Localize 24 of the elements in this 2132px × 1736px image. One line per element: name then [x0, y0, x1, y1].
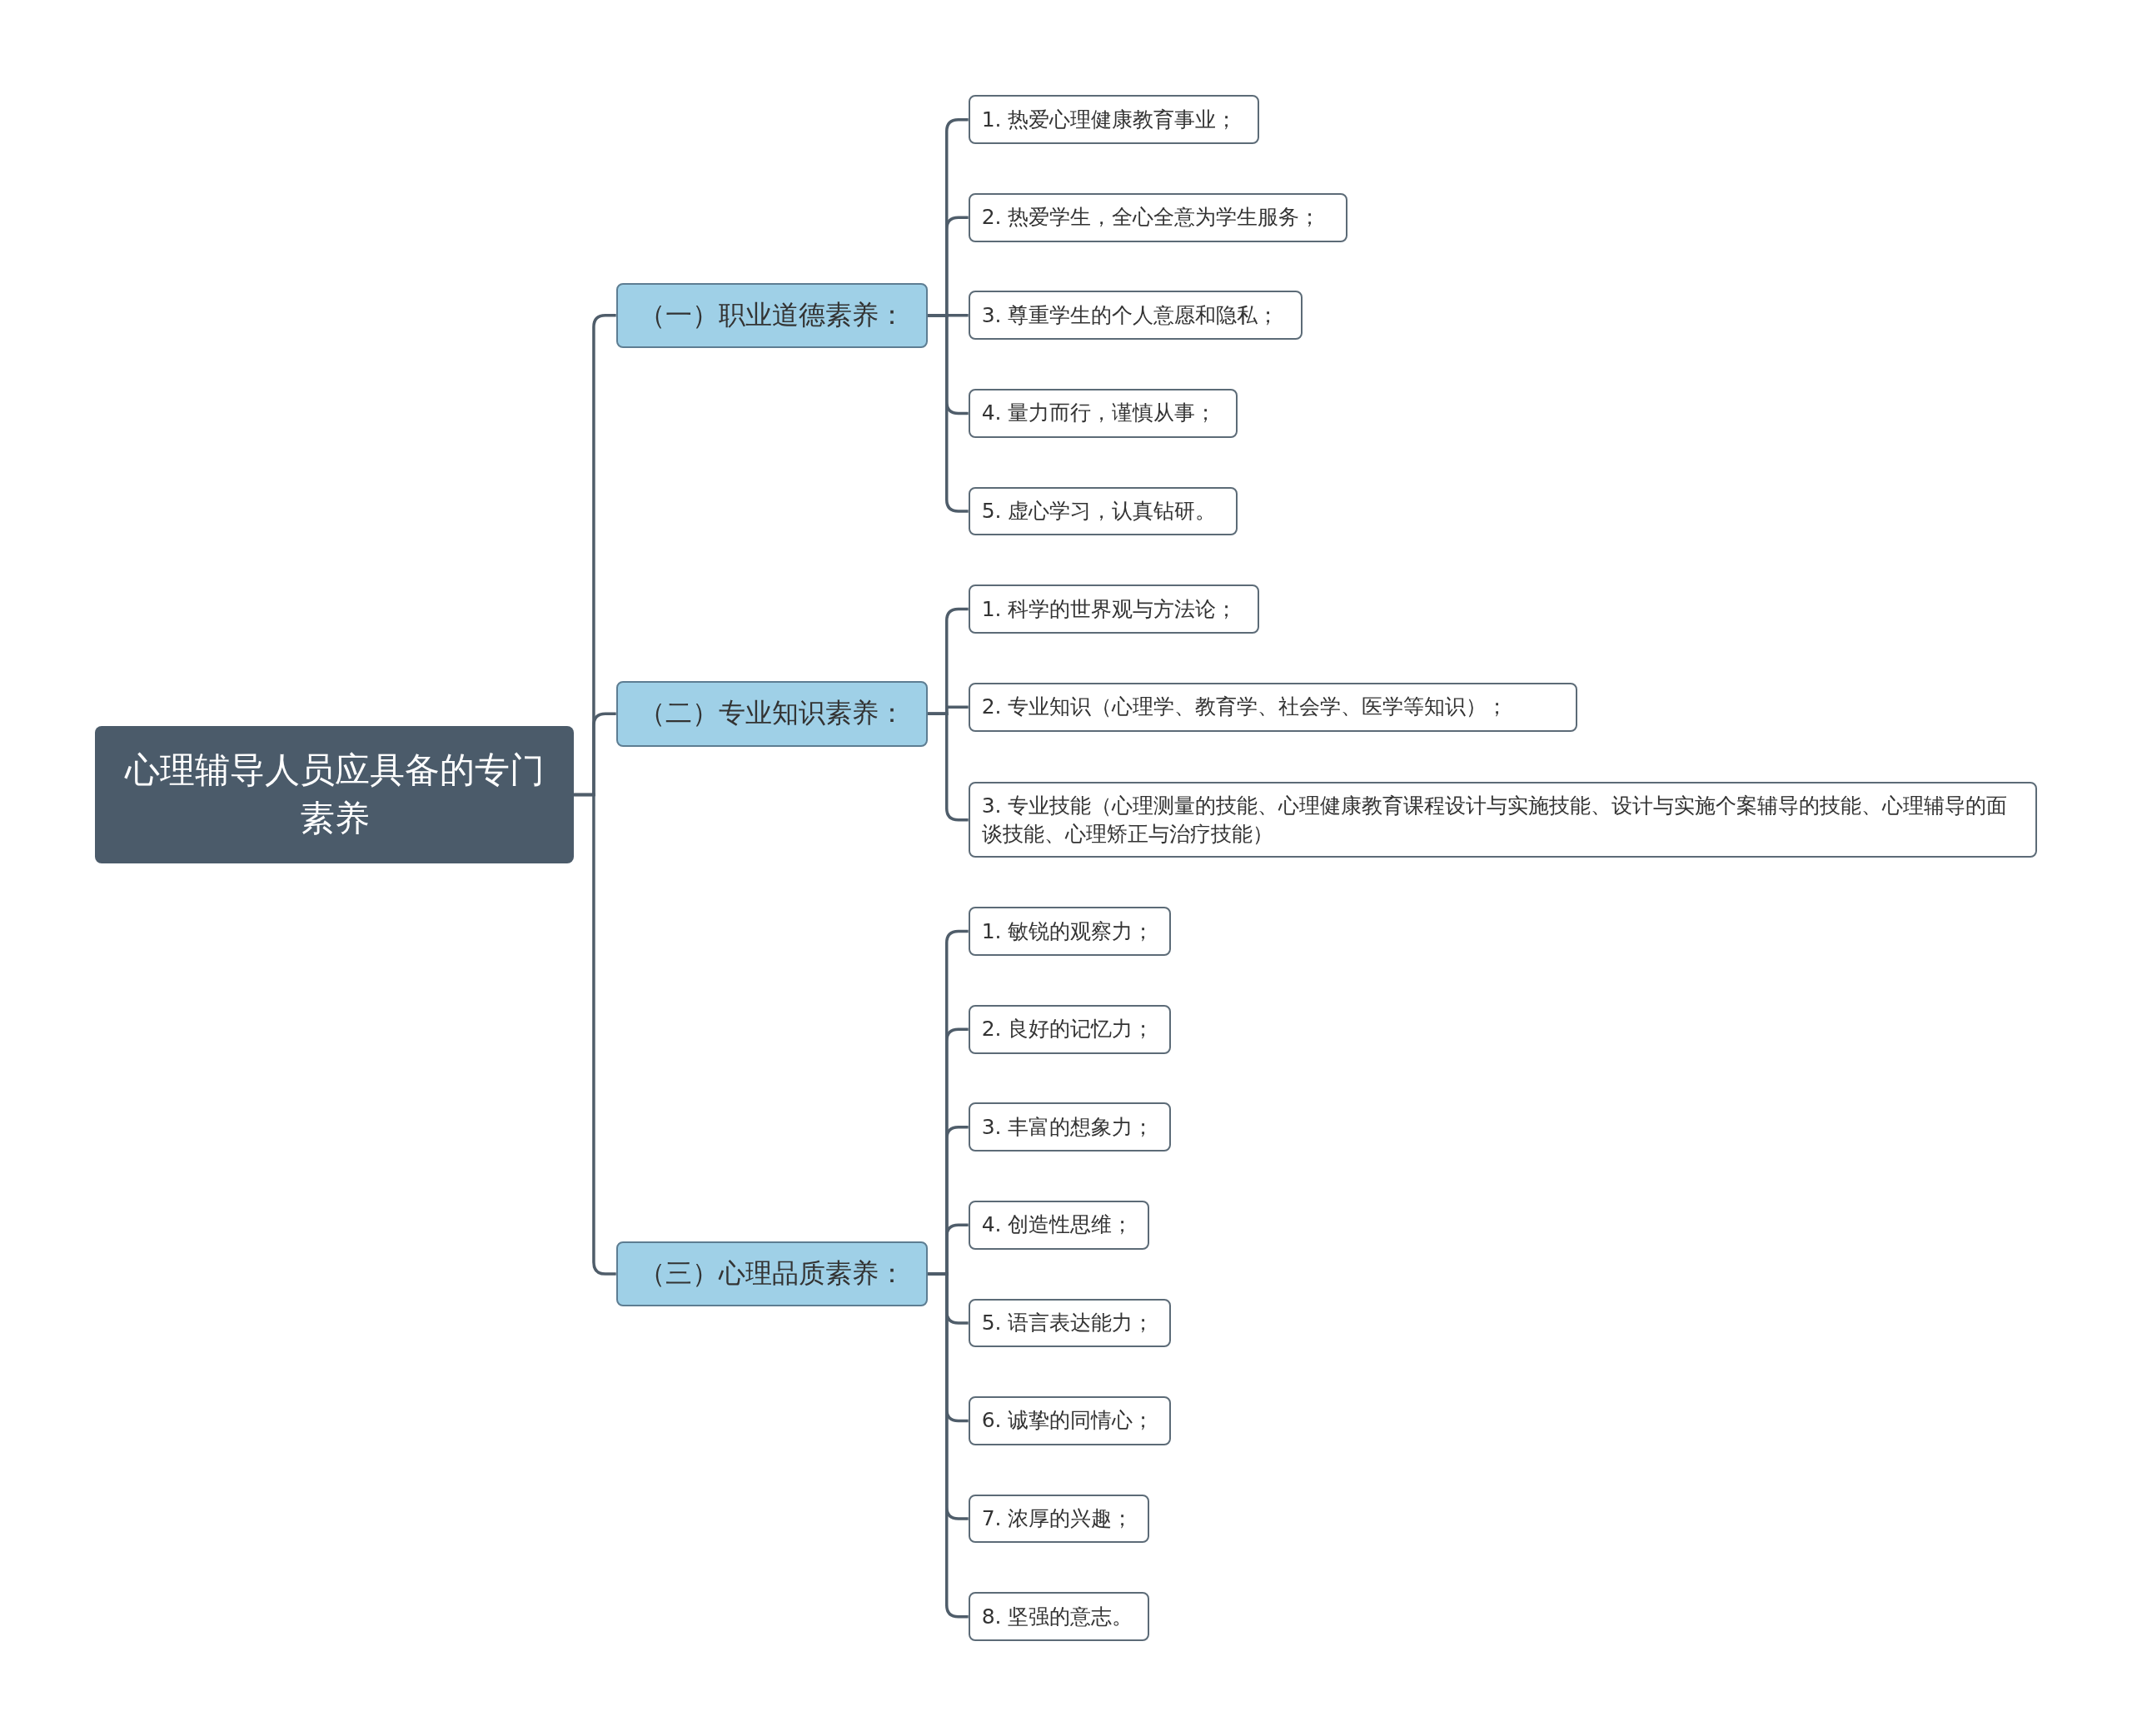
connector-line	[574, 793, 616, 1276]
leaf-topic-box: 4. 创造性思维；	[968, 1200, 1149, 1250]
leaf-topic-box: 1. 科学的世界观与方法论；	[968, 584, 1260, 634]
leaf-topic-box: 2. 良好的记忆力；	[968, 1004, 1171, 1054]
leaf-topic-box: 2. 专业知识（心理学、教育学、社会学、医学等知识）；	[968, 682, 1578, 732]
leaf-topic-box: 3. 尊重学生的个人意愿和隐私；	[968, 291, 1303, 341]
leaf-topic-box: 5. 语言表达能力；	[968, 1298, 1171, 1348]
leaf-topic-box: 5. 虚心学习，认真钻研。	[968, 486, 1238, 536]
branch-topic-box: （一）职业道德素养：	[615, 282, 928, 349]
connector-line	[927, 1272, 969, 1619]
leaf-topic-box: 3. 专业技能（心理测量的技能、心理健康教育课程设计与实施技能、设计与实施个案辅导的技能、心理辅导的面谈技能、心理矫正与治疗技能）	[968, 781, 2038, 858]
root-topic-box: 心理辅导人员应具备的专门素养	[95, 726, 575, 863]
leaf-topic-box: 2. 热爱学生，全心全意为学生服务；	[968, 192, 1348, 242]
leaf-topic-box: 3. 丰富的想象力；	[968, 1102, 1171, 1152]
leaf-topic-box: 1. 热爱心理健康教育事业；	[968, 95, 1260, 145]
leaf-topic-box: 8. 坚强的意志。	[968, 1592, 1149, 1641]
leaf-topic-box: 7. 浓厚的兴趣；	[968, 1494, 1149, 1544]
leaf-topic-box: 4. 量力而行，谨慎从事；	[968, 389, 1238, 438]
connector-line	[927, 314, 969, 513]
branch-topic-box: （三）心理品质素养：	[615, 1241, 928, 1307]
connector-line	[927, 712, 969, 822]
leaf-topic-box: 6. 诚挚的同情心；	[968, 1396, 1171, 1445]
branch-topic-box: （二）专业知识素养：	[615, 681, 928, 747]
leaf-topic-box: 1. 敏锐的观察力；	[968, 907, 1171, 956]
